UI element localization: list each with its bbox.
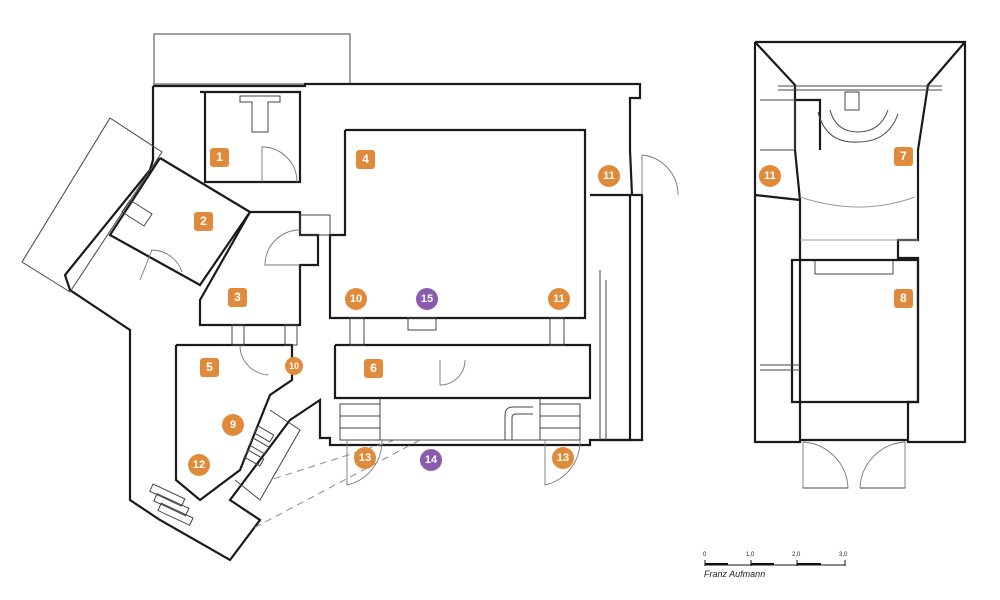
room-marker-7[interactable]: 7 xyxy=(894,147,913,166)
main-building-walls xyxy=(21,33,679,562)
room-marker-4[interactable]: 4 xyxy=(356,150,375,169)
room-marker-5[interactable]: 5 xyxy=(200,358,219,377)
room-marker-1[interactable]: 1 xyxy=(210,148,229,167)
room-marker-8[interactable]: 8 xyxy=(894,289,913,308)
scale-tick-0: 0 xyxy=(703,552,707,558)
room-marker-13[interactable]: 13 xyxy=(552,447,574,469)
room-marker-9[interactable]: 9 xyxy=(222,414,244,436)
room-marker-10[interactable]: 10 xyxy=(345,288,367,310)
room-marker-11[interactable]: 11 xyxy=(548,288,570,310)
poi-marker-14[interactable]: 14 xyxy=(420,449,442,471)
room-marker-11[interactable]: 11 xyxy=(759,165,781,187)
room-marker-10[interactable]: 10 xyxy=(285,357,303,375)
room-marker-2[interactable]: 2 xyxy=(194,212,213,231)
author-credit: Franz Aufmann xyxy=(704,569,766,579)
room-marker-11[interactable]: 11 xyxy=(598,165,620,187)
poi-marker-15[interactable]: 15 xyxy=(416,288,438,310)
room-marker-12[interactable]: 12 xyxy=(188,454,210,476)
room-marker-13[interactable]: 13 xyxy=(354,447,376,469)
scale-tick-2: 2,0 xyxy=(792,552,801,558)
scale-tick-3: 3,0 xyxy=(839,552,848,558)
scale-tick-1: 1,0 xyxy=(746,552,755,558)
tower-walls xyxy=(753,40,967,489)
room-marker-6[interactable]: 6 xyxy=(364,359,383,378)
scale-bar xyxy=(704,560,846,566)
room-marker-3[interactable]: 3 xyxy=(228,288,247,307)
